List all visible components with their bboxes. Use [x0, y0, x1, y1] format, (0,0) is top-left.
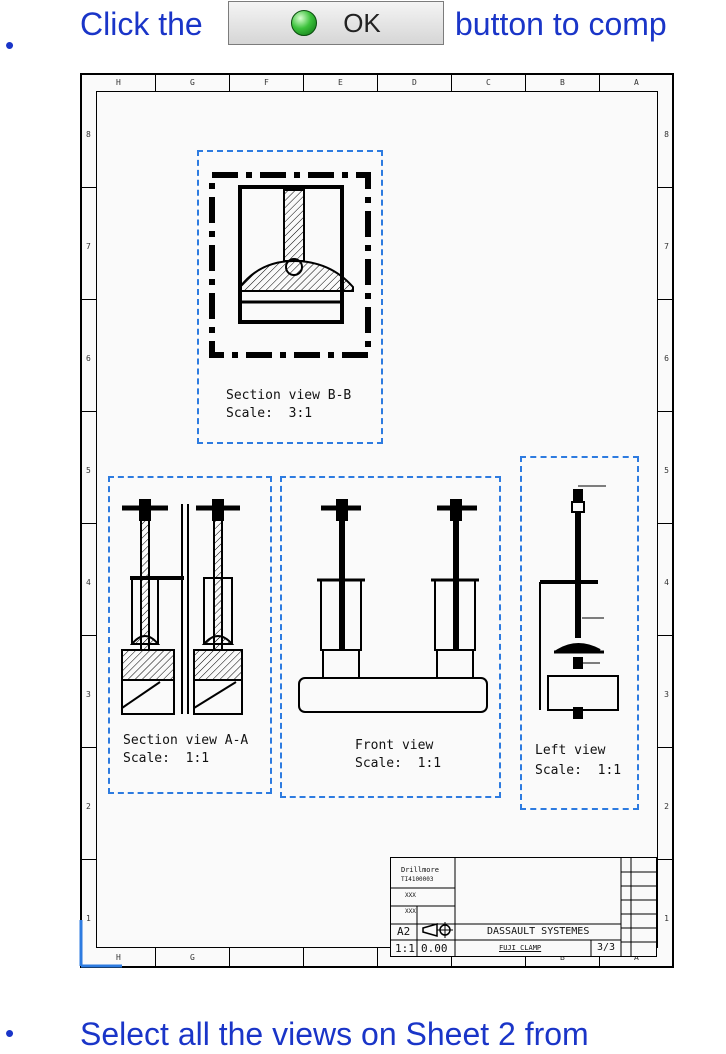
zone-number: 2 [664, 802, 669, 811]
zone-letter: G [190, 953, 195, 962]
zone-number: 1 [86, 914, 91, 923]
bullet: • [5, 30, 15, 60]
zone-number: 8 [86, 130, 91, 139]
title-block-scale: 1:1 [395, 942, 415, 955]
section-view-bb-title: Section view B-B [226, 388, 352, 403]
title-block: Drillmore TI4100003 XXX XXX A2 DASSAULT … [390, 857, 657, 957]
title-block-checked-2: XXX [405, 908, 416, 915]
next-step-text: Select all the views on Sheet 2 from [80, 1016, 589, 1052]
zone-letter: C [486, 78, 491, 87]
title-block-checked: XXX [405, 892, 416, 899]
zone-letter: F [264, 78, 269, 87]
section-view-aa-title: Section view A-A [123, 733, 249, 748]
left-view-frame[interactable] [520, 456, 639, 810]
title-block-sheet: 3/3 [597, 942, 616, 953]
section-view-aa-frame[interactable] [108, 476, 272, 794]
zone-letter: A [634, 953, 639, 962]
left-view-drawing [539, 485, 619, 719]
section-view-aa-scale: Scale: 1:1 [123, 751, 210, 766]
zone-letter: G [190, 78, 195, 87]
section-view-bb-drawing [209, 172, 371, 358]
title-block-company: DASSAULT SYSTEMES [487, 926, 590, 937]
zone-number: 7 [86, 242, 91, 251]
zone-number: 3 [664, 690, 669, 699]
front-view-title: Front view [355, 738, 434, 753]
zone-number: 2 [86, 802, 91, 811]
zone-letter: A [634, 78, 639, 87]
title-block-number: TI4100003 [401, 876, 434, 883]
title-block-weight: 0.00 [421, 942, 448, 955]
zone-number: 3 [86, 690, 91, 699]
title-block-drawing-name: FUJI CLAMP [499, 944, 542, 952]
zone-number: 8 [664, 130, 669, 139]
title-block-drawn-by: Drillmore [401, 866, 439, 874]
zone-number: 6 [664, 354, 669, 363]
green-ball-icon [291, 10, 318, 36]
zone-number: 7 [664, 242, 669, 251]
zone-number: 6 [86, 354, 91, 363]
left-view-title: Left view [535, 743, 606, 758]
front-view-scale: Scale: 1:1 [355, 756, 442, 771]
zone-number: 4 [664, 578, 669, 587]
ok-button-label: OK [343, 7, 381, 38]
zone-letter: H [116, 78, 121, 87]
section-view-aa-drawing [121, 499, 243, 715]
front-view-drawing [298, 499, 488, 713]
projection-symbol-icon [422, 922, 453, 938]
zone-number: 4 [86, 578, 91, 587]
axis-icon [79, 920, 122, 968]
zone-number: 5 [664, 466, 669, 475]
instruction-text-after: button to comp [455, 6, 667, 42]
section-view-bb-scale: Scale: 3:1 [226, 406, 313, 421]
zone-letter: H [116, 953, 121, 962]
front-view-frame[interactable] [280, 476, 501, 798]
section-view-bb-frame[interactable] [197, 150, 383, 444]
bullet: • [5, 1018, 15, 1048]
zone-letter: B [560, 78, 565, 87]
left-view-scale: Scale: 1:1 [535, 763, 622, 778]
title-block-size: A2 [397, 925, 411, 938]
ok-button-image: OK [228, 1, 444, 45]
zone-number: 5 [86, 466, 91, 475]
zone-number: 1 [664, 914, 669, 923]
zone-letter: E [338, 78, 343, 87]
zone-letter: B [560, 953, 565, 962]
zone-letter: D [412, 78, 417, 87]
instruction-text-before: Click the [80, 6, 203, 42]
drawing-border [96, 91, 658, 948]
